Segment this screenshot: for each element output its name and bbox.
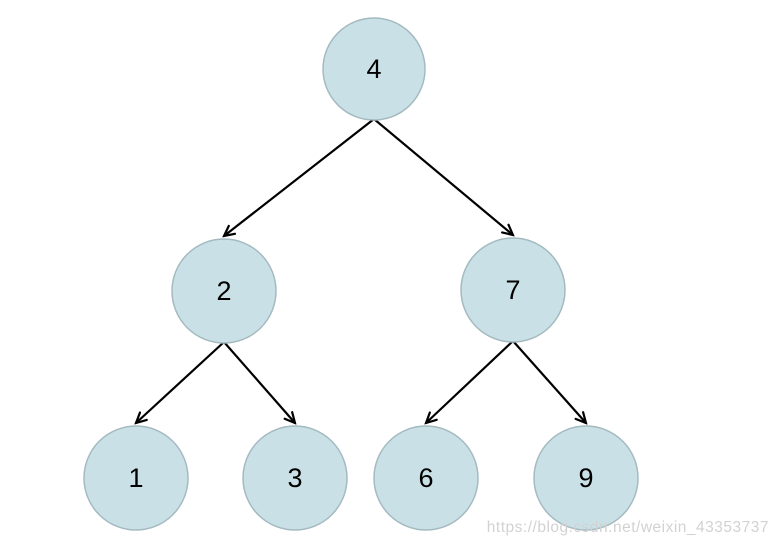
tree-node-label: 3 bbox=[287, 463, 302, 493]
tree-node-label: 9 bbox=[578, 463, 593, 493]
tree-edge-n2-n1 bbox=[136, 341, 225, 423]
edges-layer bbox=[136, 118, 586, 423]
tree-edge-n2-n3 bbox=[223, 341, 295, 423]
tree-edge-n4-n7 bbox=[373, 118, 513, 235]
tree-node-4: 4 bbox=[322, 17, 426, 121]
tree-node-label: 6 bbox=[418, 463, 433, 493]
tree-node-6: 6 bbox=[373, 425, 479, 531]
tree-node-label: 1 bbox=[128, 463, 143, 493]
tree-node-circle bbox=[242, 425, 348, 531]
tree-node-circle bbox=[83, 425, 189, 531]
tree-node-3: 3 bbox=[242, 425, 348, 531]
tree-edge-n4-n2 bbox=[224, 118, 375, 236]
tree-node-9: 9 bbox=[533, 425, 639, 531]
watermark: https://blog.csdn.net/weixin_43353737 bbox=[486, 519, 769, 536]
tree-edge-n7-n6 bbox=[426, 340, 514, 423]
tree-node-label: 4 bbox=[366, 54, 381, 84]
tree-node-circle bbox=[322, 17, 426, 121]
tree-edge-n7-n9 bbox=[512, 340, 586, 423]
tree-node-circle bbox=[373, 425, 479, 531]
tree-node-1: 1 bbox=[83, 425, 189, 531]
tree-node-circle bbox=[171, 238, 277, 344]
tree-node-label: 7 bbox=[505, 275, 520, 305]
tree-node-2: 2 bbox=[171, 238, 277, 344]
nodes-layer: 4 2 7 1 3 6 9 bbox=[83, 17, 639, 531]
tree-node-circle bbox=[533, 425, 639, 531]
tree-node-7: 7 bbox=[460, 237, 566, 343]
tree-node-label: 2 bbox=[216, 276, 231, 306]
tree-node-circle bbox=[460, 237, 566, 343]
